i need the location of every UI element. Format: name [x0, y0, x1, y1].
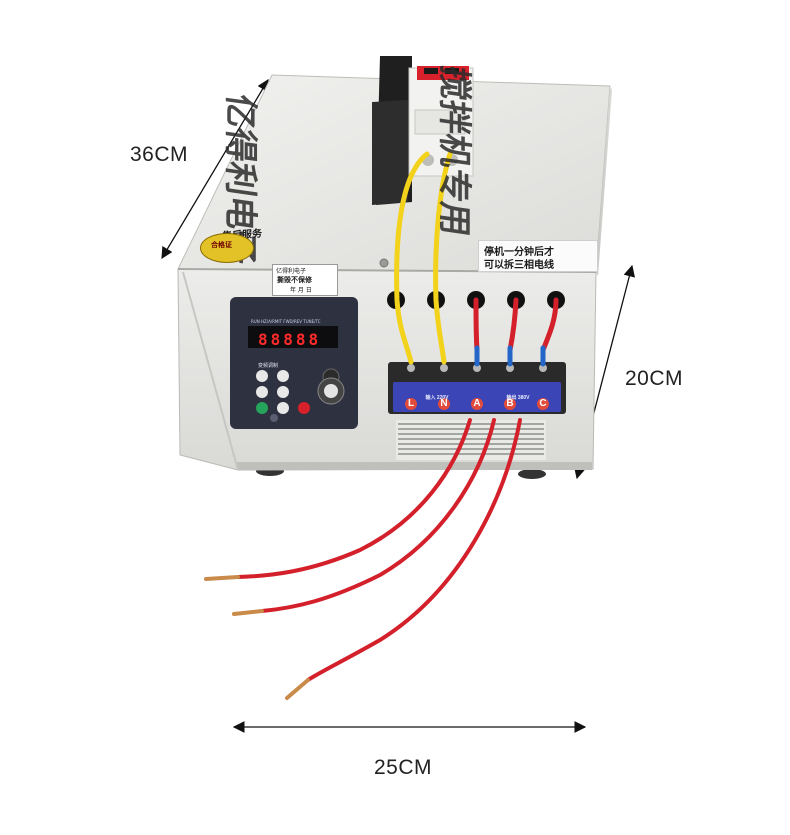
terminal-label-n: N — [440, 398, 448, 409]
terminal-label-c: C — [539, 398, 547, 409]
inverter-brand: 变频调制 — [258, 363, 279, 369]
top-type-text: 搅拌机专用 — [434, 63, 474, 239]
carry-handle-face — [372, 100, 408, 205]
warning-label — [478, 240, 598, 272]
width-label: 25CM — [374, 756, 433, 779]
inverter-panel[interactable] — [230, 297, 358, 429]
inverter-indicator-labels: RUN HZ/A/RMIT FWD/REV TUNE/TC — [251, 319, 321, 324]
inverter-display: 88888 — [258, 330, 322, 349]
height-label: 20CM — [625, 367, 684, 390]
vent-grille — [396, 420, 546, 460]
terminal-output-label: 输出 380V — [506, 395, 530, 401]
housing-base — [235, 462, 592, 470]
warning-line-2: 可以拆三相电线 — [484, 260, 554, 271]
housing-left-edge — [182, 271, 239, 471]
warranty-sticker — [272, 264, 338, 296]
top-screw — [379, 258, 389, 268]
housing-side — [596, 86, 612, 276]
warranty-line-2: 撕毁不保修 — [277, 276, 312, 284]
qc-sticker-text: 合格证 — [211, 241, 232, 249]
warranty-line-3: 年 月 日 — [290, 287, 312, 294]
terminal-block[interactable] — [388, 362, 566, 414]
output-cables-red — [236, 418, 522, 682]
warranty-line-1: 亿得利电子 — [276, 268, 307, 275]
terminal-label-a: A — [473, 398, 481, 409]
input-wires-yellow — [394, 151, 453, 365]
depth-label: 36CM — [130, 143, 189, 166]
terminal-label-l: L — [407, 398, 415, 409]
copper-wire-ends — [204, 575, 310, 700]
foot-right — [518, 469, 546, 479]
output-wires — [473, 297, 559, 367]
warning-line-1: 停机一分钟后才 — [484, 247, 554, 258]
qc-sticker — [200, 233, 254, 263]
depth-dimension-arrow — [161, 78, 269, 260]
terminal-label-b: B — [506, 398, 514, 409]
terminal-input-label: 输入 220V — [425, 395, 449, 401]
